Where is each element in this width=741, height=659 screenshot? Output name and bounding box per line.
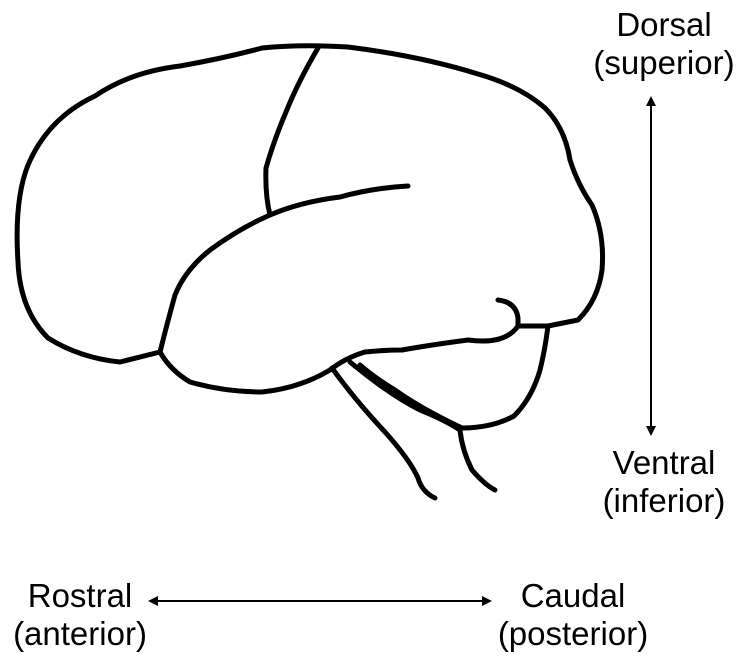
caudal-synonym: (posterior) (488, 615, 658, 653)
ventral-label: Ventral (inferior) (595, 444, 733, 520)
lateral-fissure (270, 186, 408, 215)
temporal-lobe-upper-border (160, 215, 270, 352)
ventral-synonym: (inferior) (595, 482, 733, 520)
caudal-term: Caudal (488, 577, 658, 615)
dorsal-label: Dorsal (superior) (590, 6, 738, 82)
caudal-label: Caudal (posterior) (488, 577, 658, 653)
rostral-synonym: (anterior) (0, 615, 160, 653)
rostral-term: Rostral (0, 577, 160, 615)
dorsal-synonym: (superior) (590, 44, 738, 82)
central-sulcus (266, 48, 318, 215)
brain-outline-icon (17, 46, 602, 498)
dorsal-term: Dorsal (590, 6, 738, 44)
rostral-label: Rostral (anterior) (0, 577, 160, 653)
occipital-sulcus (498, 300, 518, 326)
ventral-term: Ventral (595, 444, 733, 482)
